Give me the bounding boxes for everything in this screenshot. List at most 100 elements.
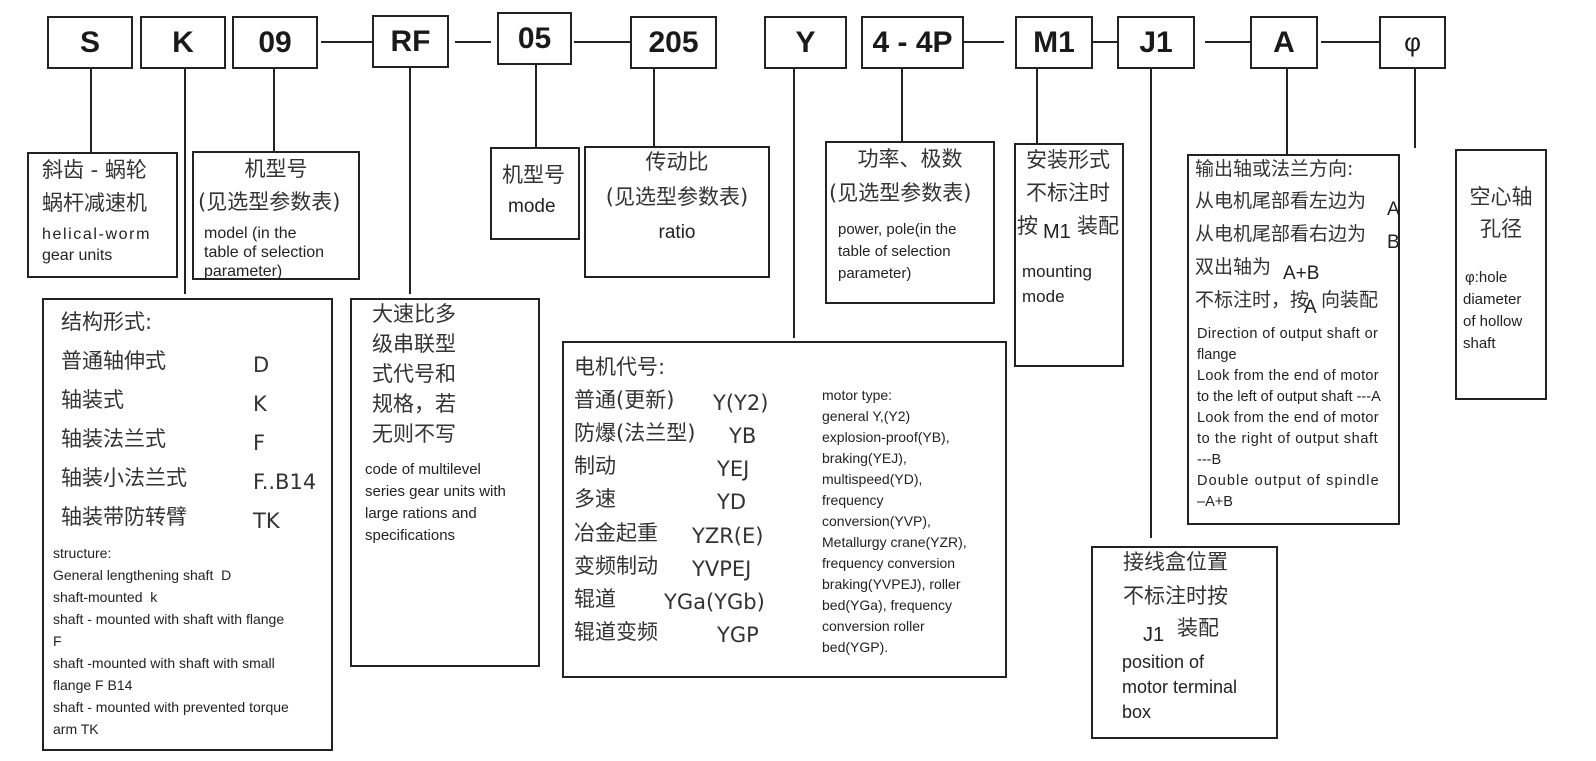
multilevel-cn-line: 无则不写 [372,422,456,446]
structure-row-cn: 轴装式 [61,388,124,412]
description-box-terminal-position: 接线盒位置 不标注时按 J1 装配 position of motor term… [1091,546,1278,739]
description-box-hollow-shaft: 空心轴 孔径 φ:hole diameter of hollow shaft [1455,149,1547,400]
motor-en-line: general Y,(Y2) [822,408,911,424]
connector-line [574,41,630,43]
hollow-en-line: shaft [1463,335,1496,352]
output-row-cn: 从电机尾部看左边为 [1195,190,1367,212]
output-en-line: to the right of output shaft [1197,431,1379,447]
connector-line [1286,68,1288,154]
structure-row-code: F [253,431,266,455]
connector-line [1321,41,1381,43]
multilevel-cn-line: 级串联型 [372,332,456,356]
connector-line [1414,68,1416,148]
motor-row-code: Y(Y2) [713,391,769,415]
output-row-code: A+B [1283,263,1320,284]
connector-line [184,68,186,294]
mounting-cn-line3b: M1 [1043,221,1071,243]
motor-en-line: bed(YGP). [822,639,889,655]
motor-row-code: YGP [717,623,759,647]
motor-row-cn: 辊道变频 [574,620,658,644]
connector-line [273,68,275,152]
terminal-cn-line2: 不标注时按 [1123,584,1228,608]
model-cn-line1: 机型号 [244,157,308,181]
hollow-en-line: φ:hole [1465,269,1508,286]
motor-en-line: bed(YGa), frequency [822,597,952,613]
description-box-ratio: 传动比 (见选型参数表) ratio [584,146,770,278]
structure-row-cn: 普通轴伸式 [61,349,166,373]
structure-en-line: shaft - mounted with prevented torque [53,699,289,715]
ratio-cn-line2: (见选型参数表) [605,185,749,209]
terminal-en-line: position of [1122,652,1205,672]
motor-row-code: YGa(YGb) [664,590,765,614]
hollow-en-line: of hollow [1463,313,1523,330]
mounting-cn-line3c: 装配 [1077,214,1119,238]
structure-en-line: General lengthening shaft D [53,567,232,583]
code-box-s: S [47,16,133,69]
output-title: 输出轴或法兰方向: [1195,158,1354,180]
motor-en-line: braking(YVPEJ), roller [822,576,961,592]
power-cn-line2: (见选型参数表) [829,181,972,205]
motor-row-cn: 辊道 [574,587,616,611]
model-en-line3: parameter) [204,263,283,280]
description-box-structure: 结构形式: 普通轴伸式 D 轴装式 K 轴装法兰式 F 轴装小法兰式 F..B1… [42,298,333,751]
description-box-output-direction: 输出轴或法兰方向: 从电机尾部看左边为 A 从电机尾部看右边为 B 双出轴为 A… [1187,154,1400,525]
structure-en-line: arm TK [53,721,99,737]
structure-row-cn: 轴装小法兰式 [61,466,187,490]
output-default-c: 向装配 [1321,289,1379,311]
motor-en-line: Metallurgy crane(YZR), [822,534,967,550]
output-en-line: Direction of output shaft or [1197,326,1379,342]
connector-line [1036,68,1038,144]
code-box-power-pole: 4 - 4P [861,16,964,69]
motor-en-line: braking(YEJ), [822,450,907,466]
structure-row-code: F..B14 [253,470,317,494]
connector-line [653,68,655,146]
motor-row-cn: 多速 [574,487,616,511]
motor-en-line: frequency conversion [822,555,956,571]
code-box-phi: φ [1379,16,1446,69]
structure-en-line: structure: [53,545,112,561]
structure-row-code: TK [253,509,280,533]
structure-row-code: K [253,392,267,416]
motor-row-cn: 防爆(法兰型) [574,421,696,445]
output-row-cn: 从电机尾部看右边为 [1195,223,1367,245]
output-row-code: B [1387,232,1400,253]
motor-row-code: YVPEJ [692,557,752,581]
output-en-line: to the left of output shaft ---A [1197,389,1381,405]
motor-row-code: YEJ [717,457,750,481]
motor-row-cn: 普通(更新) [574,388,675,412]
mode-en: mode [508,196,556,217]
mounting-en-line: mounting [1022,262,1092,281]
terminal-cn-line1: 接线盒位置 [1123,550,1228,574]
description-box-motor-type: 电机代号: 普通(更新) Y(Y2) 防爆(法兰型) YB 制动 YEJ 多速 … [562,341,1007,678]
code-box-j1: J1 [1117,16,1195,69]
motor-row-cn: 变频制动 [574,554,658,578]
output-default-b: A [1304,297,1317,318]
hollow-cn-line1: 空心轴 [1469,185,1533,209]
motor-row-code: YZR(E) [692,524,764,548]
output-en-line: –A+B [1197,494,1233,510]
mounting-cn-line1: 安装形式 [1026,148,1110,172]
structure-en-line: shaft-mounted k [53,589,158,605]
code-box-205: 205 [630,16,717,69]
multilevel-en-line: series gear units with [365,483,506,500]
connector-line [90,68,92,152]
hollow-en-line: diameter [1463,291,1522,308]
output-en-line: Look from the end of motor [1197,410,1379,426]
power-en-line: table of selection [838,243,951,260]
power-en-line: power, pole(in the [838,221,957,238]
motor-en-line: motor type: [822,387,893,403]
code-box-y: Y [764,16,847,69]
multilevel-cn-line: 大速比多 [372,302,456,326]
motor-row-code: YD [717,490,746,514]
connector-line [1150,68,1152,538]
model-en-line2: table of selection [204,244,325,261]
connector-line [793,68,795,338]
helical-worm-en-line1: helical-worm [42,226,151,243]
terminal-cn-line3a: J1 [1143,624,1165,646]
structure-row-cn: 轴装带防转臂 [61,505,187,529]
structure-title: 结构形式: [61,310,153,334]
model-cn-line2: (见选型参数表) [198,190,341,214]
code-box-k: K [140,16,226,69]
description-box-power-pole: 功率、极数 (见选型参数表) power, pole(in the table … [825,141,995,304]
structure-row-code: D [253,353,270,377]
